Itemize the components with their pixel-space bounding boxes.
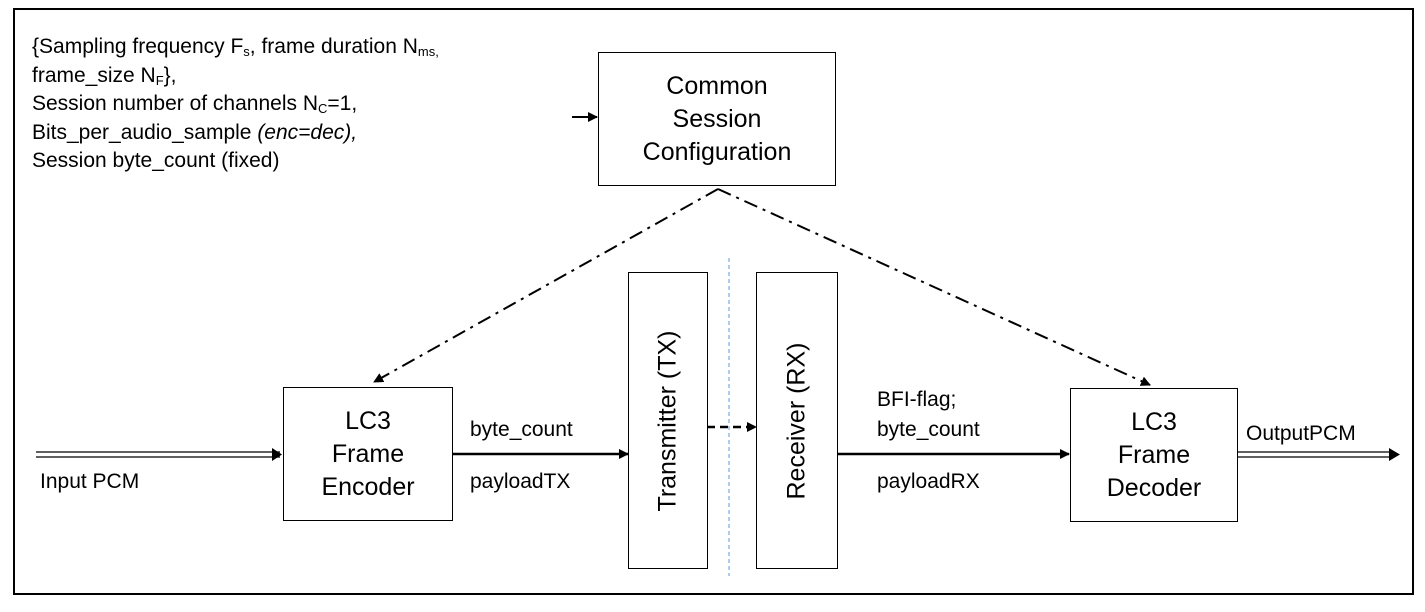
config-fs-subscript: s: [243, 44, 250, 59]
transmitter-box: Transmitter (TX): [628, 272, 708, 569]
config-line1-b: , frame duration N: [249, 35, 418, 58]
decoder-line1: LC3: [1131, 407, 1177, 436]
lc3-frame-encoder-box: LC3 Frame Encoder: [283, 387, 453, 521]
config-line4-a: Bits_per_audio_sample: [32, 120, 258, 144]
config-line-frame-size: frame_size NF},: [32, 62, 439, 91]
input-pcm-label: Input PCM: [40, 470, 140, 493]
config-line2-a: frame_size N: [32, 63, 156, 87]
encoder-line2: Frame: [331, 439, 405, 468]
tx-byte-count-label: byte_count: [470, 418, 573, 441]
decoder-line3: Decoder: [1106, 473, 1202, 502]
config-line3-a: Session number of channels N: [32, 92, 318, 115]
common-session-configuration-box: Common Session Configuration: [598, 52, 836, 186]
config-line-bits: Bits_per_audio_sample (enc=dec),: [32, 119, 439, 148]
config-line2-b: },: [163, 63, 177, 87]
tx-payload-label: payloadTX: [470, 470, 571, 493]
encoder-line1: LC3: [345, 406, 391, 435]
receiver-label: Receiver (RX): [782, 342, 811, 499]
rx-bfi-flag-label: BFI-flag;: [877, 388, 957, 411]
encoder-line3: Encoder: [321, 472, 415, 501]
config-line-channels: Session number of channels NC=1,: [32, 90, 439, 119]
transmitter-label: Transmitter (TX): [653, 329, 682, 512]
config-to-decoder-link: [717, 188, 1151, 386]
config-line-byte-count: Session byte_count (fixed): [32, 149, 280, 172]
session-parameters-text: {Sampling frequency Fs, frame duration N…: [32, 33, 439, 176]
config-c-subscript: C: [318, 101, 328, 116]
diagram-frame: [13, 8, 1414, 595]
config-ms-subscript: ms,: [417, 44, 439, 59]
output-pcm-label: OutputPCM: [1246, 422, 1356, 445]
output-pcm-arrow: [1238, 448, 1400, 461]
config-f-subscript: F: [155, 72, 164, 88]
lc3-frame-decoder-box: LC3 Frame Decoder: [1070, 388, 1238, 522]
rx-payload-label: payloadRX: [877, 470, 980, 493]
common-session-line2: Session: [672, 104, 762, 133]
decoder-line2: Frame: [1117, 440, 1191, 469]
config-line4-italic: (enc=dec),: [257, 120, 358, 144]
input-pcm-arrow: [36, 448, 282, 461]
receiver-box: Receiver (RX): [756, 272, 838, 569]
config-to-encoder-link: [373, 188, 719, 383]
config-line3-b: =1,: [327, 92, 358, 115]
rx-byte-count-label: byte_count: [877, 418, 980, 441]
config-line-sampling: {Sampling frequency Fs, frame duration N…: [32, 33, 439, 62]
common-session-line3: Configuration: [642, 137, 792, 166]
config-line1-a: {Sampling frequency F: [32, 35, 244, 58]
common-session-line1: Common: [666, 71, 768, 100]
